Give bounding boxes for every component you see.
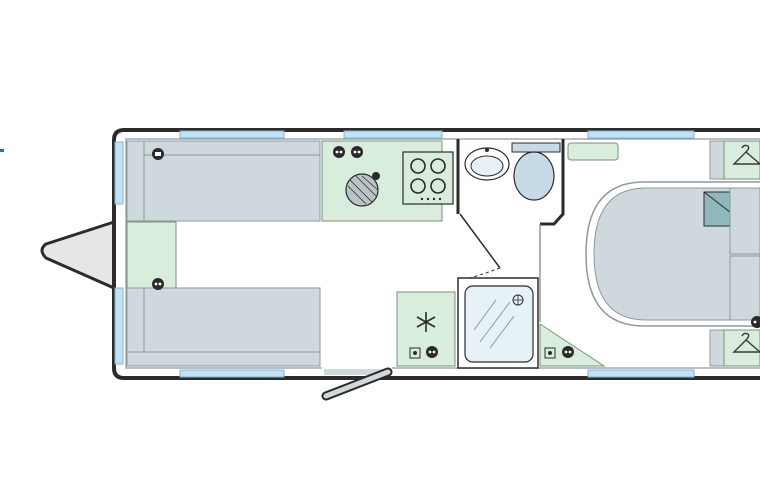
window-bottom-bedroom [587, 369, 695, 378]
socket-icon [152, 278, 164, 290]
entrance-door [321, 367, 393, 401]
socket-icon [333, 146, 363, 158]
lounge-seat-cushion-bottom [143, 287, 321, 353]
window-top-lounge [179, 130, 285, 139]
corner-cabinet [539, 323, 606, 367]
hob-icon [402, 151, 454, 205]
bedside-top [729, 187, 760, 255]
socket-icon [544, 346, 574, 359]
sink-icon [464, 147, 510, 181]
hanger-icon [732, 144, 760, 165]
window-bottom-lounge [179, 369, 285, 378]
front-chest [126, 221, 177, 289]
wardrobe-top-side [709, 140, 725, 180]
front-lounge [126, 140, 321, 367]
lounge-seat-cushion-top [143, 154, 321, 222]
lounge-seat-top [126, 140, 145, 222]
bedside-bottom [729, 255, 760, 321]
socket-icon [409, 346, 438, 359]
window-front-bottom [114, 287, 124, 365]
wardrobe-bottom-side [709, 329, 725, 367]
fridge-snowflake-icon [416, 312, 436, 332]
caravan-inner-wall [125, 138, 760, 369]
window-top-kitchen [343, 130, 443, 139]
socket-icon [751, 316, 760, 328]
usb-icon [152, 148, 164, 160]
sink-icon [345, 172, 380, 207]
wardrobe-bottom [723, 329, 760, 367]
shower-icon [457, 277, 539, 369]
rear-bedroom [585, 140, 760, 367]
window-front-top [114, 141, 124, 205]
washroom-door [459, 213, 501, 269]
tow-hitch [40, 220, 116, 290]
washroom-wall-right [540, 139, 565, 226]
lounge-seat-back-bottom [126, 351, 321, 367]
toilet-icon [511, 142, 561, 201]
hanger-icon [732, 332, 760, 353]
window-top-bedroom [587, 130, 695, 139]
washroom-cabinet [567, 142, 619, 161]
washroom [455, 139, 619, 369]
margin-tick [0, 149, 4, 152]
wardrobe-top [723, 140, 760, 180]
kitchen [321, 140, 456, 367]
